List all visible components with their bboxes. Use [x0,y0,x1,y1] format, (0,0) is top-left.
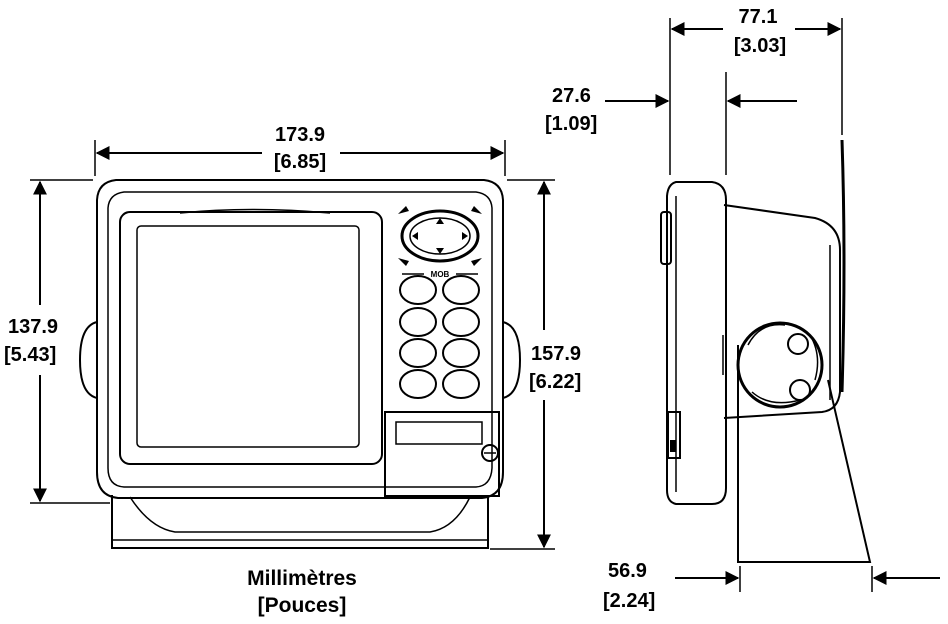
caption-line2: [Pouces] [258,594,347,617]
front-stand-inner [129,496,471,533]
dpad-corner-bl-icon [398,258,409,266]
side-knob-lobe [787,333,809,355]
front-left-knob [78,321,98,399]
caption-line1: Millimètres [247,567,357,590]
side-view [660,139,872,563]
front-case-outer [96,179,504,499]
side-rear-housing [723,204,841,419]
bracket-depth-dimension: 56.9 [2.24] [603,560,940,612]
side-depth-case-dimension: 27.6 [1.09] [545,72,797,175]
dpad-corner-tl-icon [398,206,409,214]
side-case [666,181,727,505]
front-stand [111,495,489,549]
total-height-dimension: 157.9 [6.22] [490,179,581,550]
bracket-depth-in: [2.24] [603,590,655,612]
front-card-slot [395,421,483,445]
front-keypad [399,275,480,399]
front-width-dimension: 173.9 [6.85] [94,124,506,176]
side-knob-lobe [789,379,811,401]
front-screen [136,225,360,448]
key-button [399,369,437,399]
front-screen-top-curve [179,208,331,214]
front-card-door [384,411,500,497]
side-rear-flange [840,139,846,393]
front-right-knob [502,321,522,399]
front-screen-frame [119,211,383,465]
front-height-in: [5.43] [4,344,56,366]
side-depth-total-mm: 77.1 [739,6,778,28]
side-knob [736,321,824,409]
dpad-up-icon [436,218,444,224]
front-width-mm: 173.9 [275,124,325,146]
keypad-label: MOB [431,270,450,279]
side-door-latch [670,440,676,452]
dpad-corner-tr-icon [471,206,482,214]
front-width-in: [6.85] [274,151,326,173]
side-depth-total-dimension: 77.1 [3.03] [669,6,843,175]
side-depth-total-in: [3.03] [734,35,786,57]
front-door-screw [481,444,499,462]
side-knob-grip [747,323,819,404]
key-button [442,307,480,337]
side-depth-case-in: [1.09] [545,113,597,135]
front-view: MOB [78,179,522,549]
front-height-dimension: 137.9 [5.43] [4,179,110,504]
key-button [399,338,437,368]
dpad-right-icon [462,232,468,240]
dpad-down-icon [436,248,444,254]
key-button [442,369,480,399]
side-depth-case-mm: 27.6 [552,85,591,107]
key-button [442,275,480,305]
units-caption: Millimètres [Pouces] [247,567,357,617]
front-height-mm: 137.9 [8,316,58,338]
dpad-corner-br-icon [471,258,482,266]
dpad-left-icon [412,232,418,240]
key-button [399,275,437,305]
front-dpad-outer [400,209,480,263]
front-case-bezel [107,191,493,488]
total-height-in: [6.22] [529,371,581,393]
key-button [399,307,437,337]
total-height-mm: 157.9 [531,343,581,365]
bracket-depth-mm: 56.9 [608,560,647,582]
side-bracket [737,345,872,563]
key-button [442,338,480,368]
side-front-knob [660,211,672,265]
side-door [667,411,681,459]
